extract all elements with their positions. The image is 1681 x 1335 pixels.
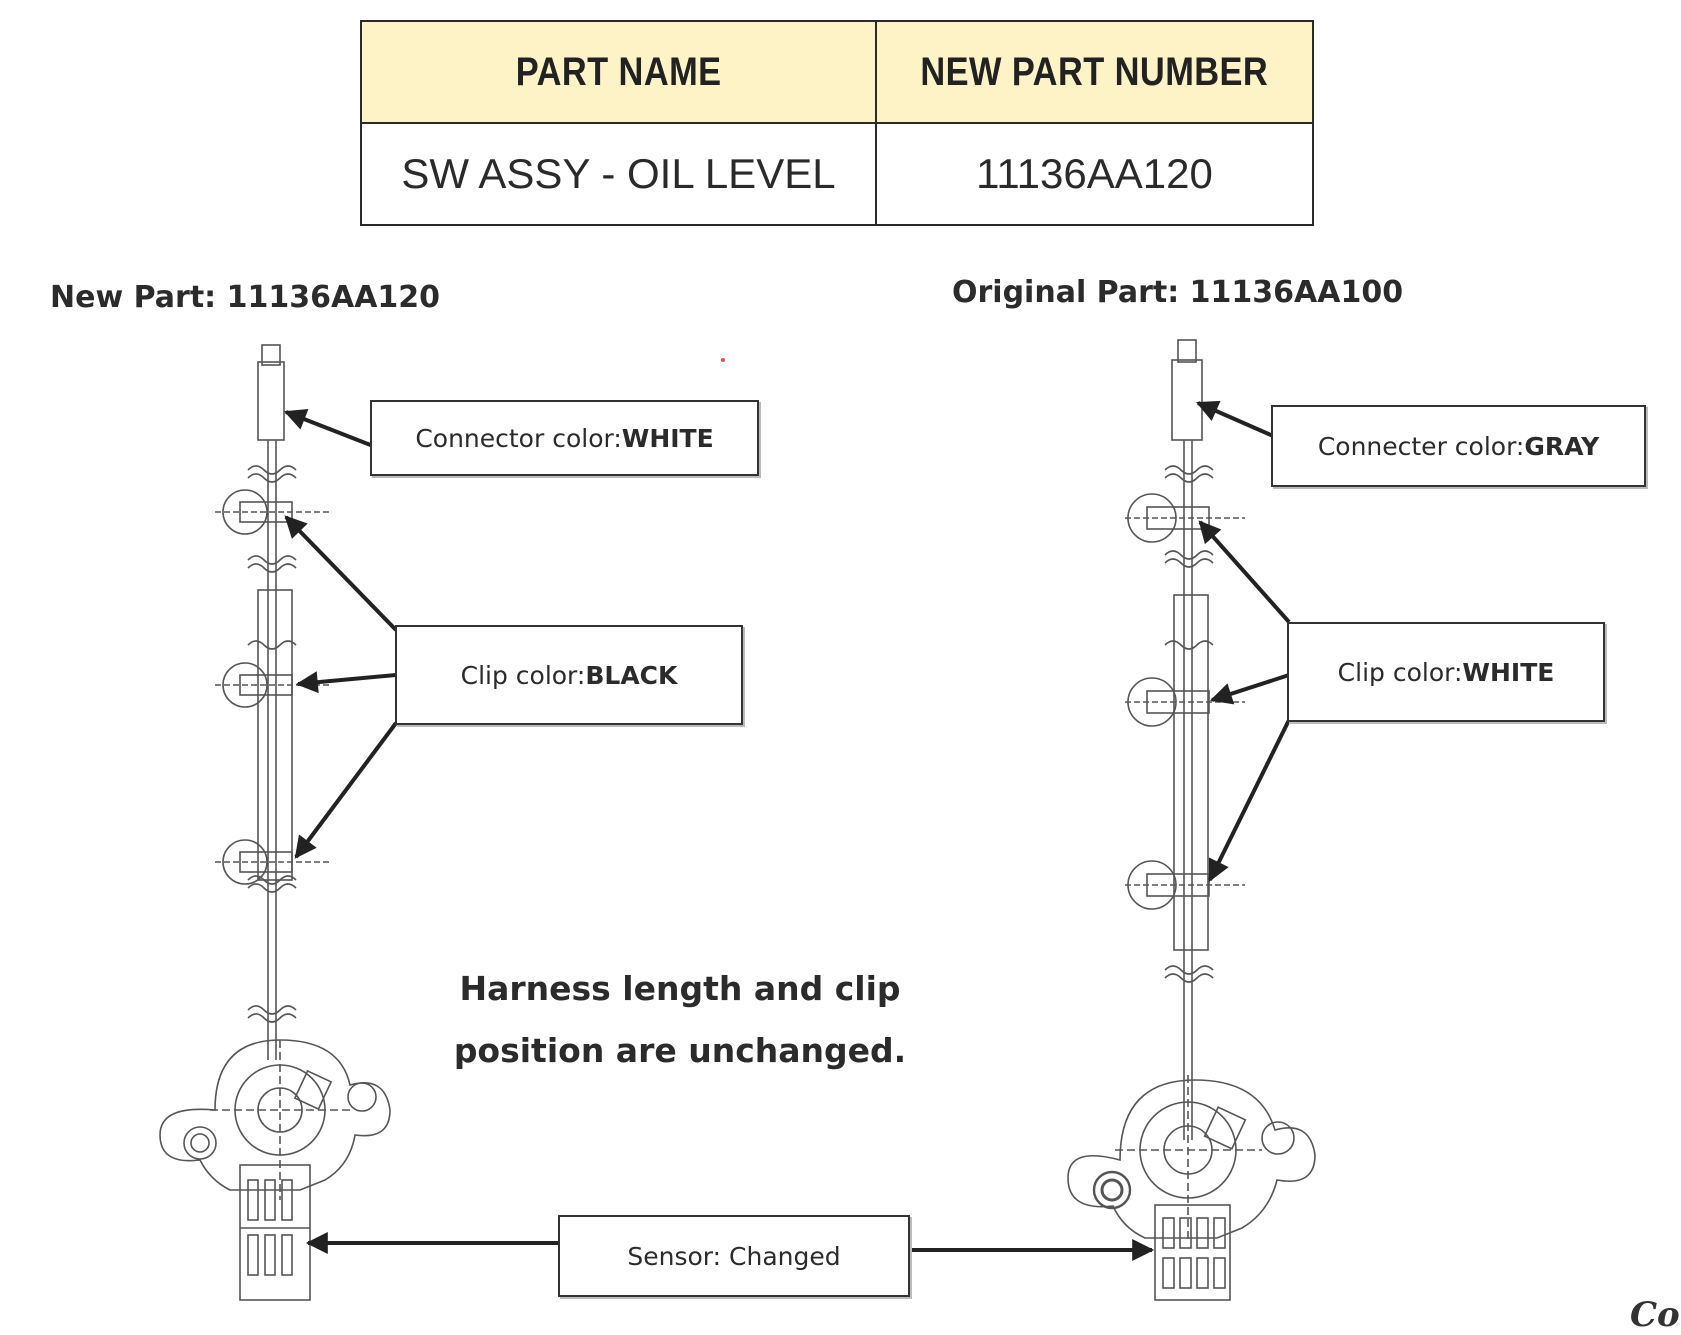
new-clip-label: Clip color: — [460, 660, 586, 690]
note-line-2: position are unchanged. — [453, 1031, 907, 1070]
new-part-title: New Part: 11136AA120 — [50, 280, 441, 315]
original-connector-value: GRAY — [1524, 431, 1600, 461]
new-clip-callout: Clip color: BLACK — [395, 625, 743, 725]
new-clip-value: BLACK — [585, 660, 678, 690]
new-connector-callout: Connector color: WHITE — [370, 400, 759, 476]
original-part-drawing — [1067, 339, 1316, 1301]
header-part-name: PART NAME — [360, 20, 877, 124]
sensor-callout: Sensor: Changed — [558, 1215, 910, 1297]
table-row: SW ASSY - OIL LEVEL 11136AA120 — [360, 122, 1314, 226]
original-connector-callout: Connecter color: GRAY — [1271, 405, 1646, 487]
original-clip-value: WHITE — [1462, 657, 1555, 687]
table-header-row: PART NAME NEW PART NUMBER — [360, 20, 1314, 124]
red-dot-mark — [721, 358, 725, 362]
original-connector-label: Connecter color: — [1317, 431, 1525, 461]
cell-part-name: SW ASSY - OIL LEVEL — [360, 122, 877, 226]
new-part-drawing — [159, 344, 391, 1301]
header-new-part-number: NEW PART NUMBER — [875, 20, 1314, 124]
unchanged-note: Harness length and clip position are unc… — [430, 958, 930, 1082]
original-clip-callout: Clip color: WHITE — [1287, 622, 1605, 722]
original-clip-label: Clip color: — [1337, 657, 1463, 687]
parts-table: PART NAME NEW PART NUMBER SW ASSY - OIL … — [360, 20, 1314, 226]
cell-part-number: 11136AA120 — [875, 122, 1314, 226]
original-part-title: Original Part: 11136AA100 — [952, 275, 1404, 310]
new-connector-label: Connector color: — [415, 423, 622, 453]
callout-arrows — [283, 400, 1291, 1261]
corner-text: Co — [1630, 1295, 1680, 1335]
note-line-1: Harness length and clip — [459, 969, 901, 1008]
new-connector-value: WHITE — [621, 423, 714, 453]
